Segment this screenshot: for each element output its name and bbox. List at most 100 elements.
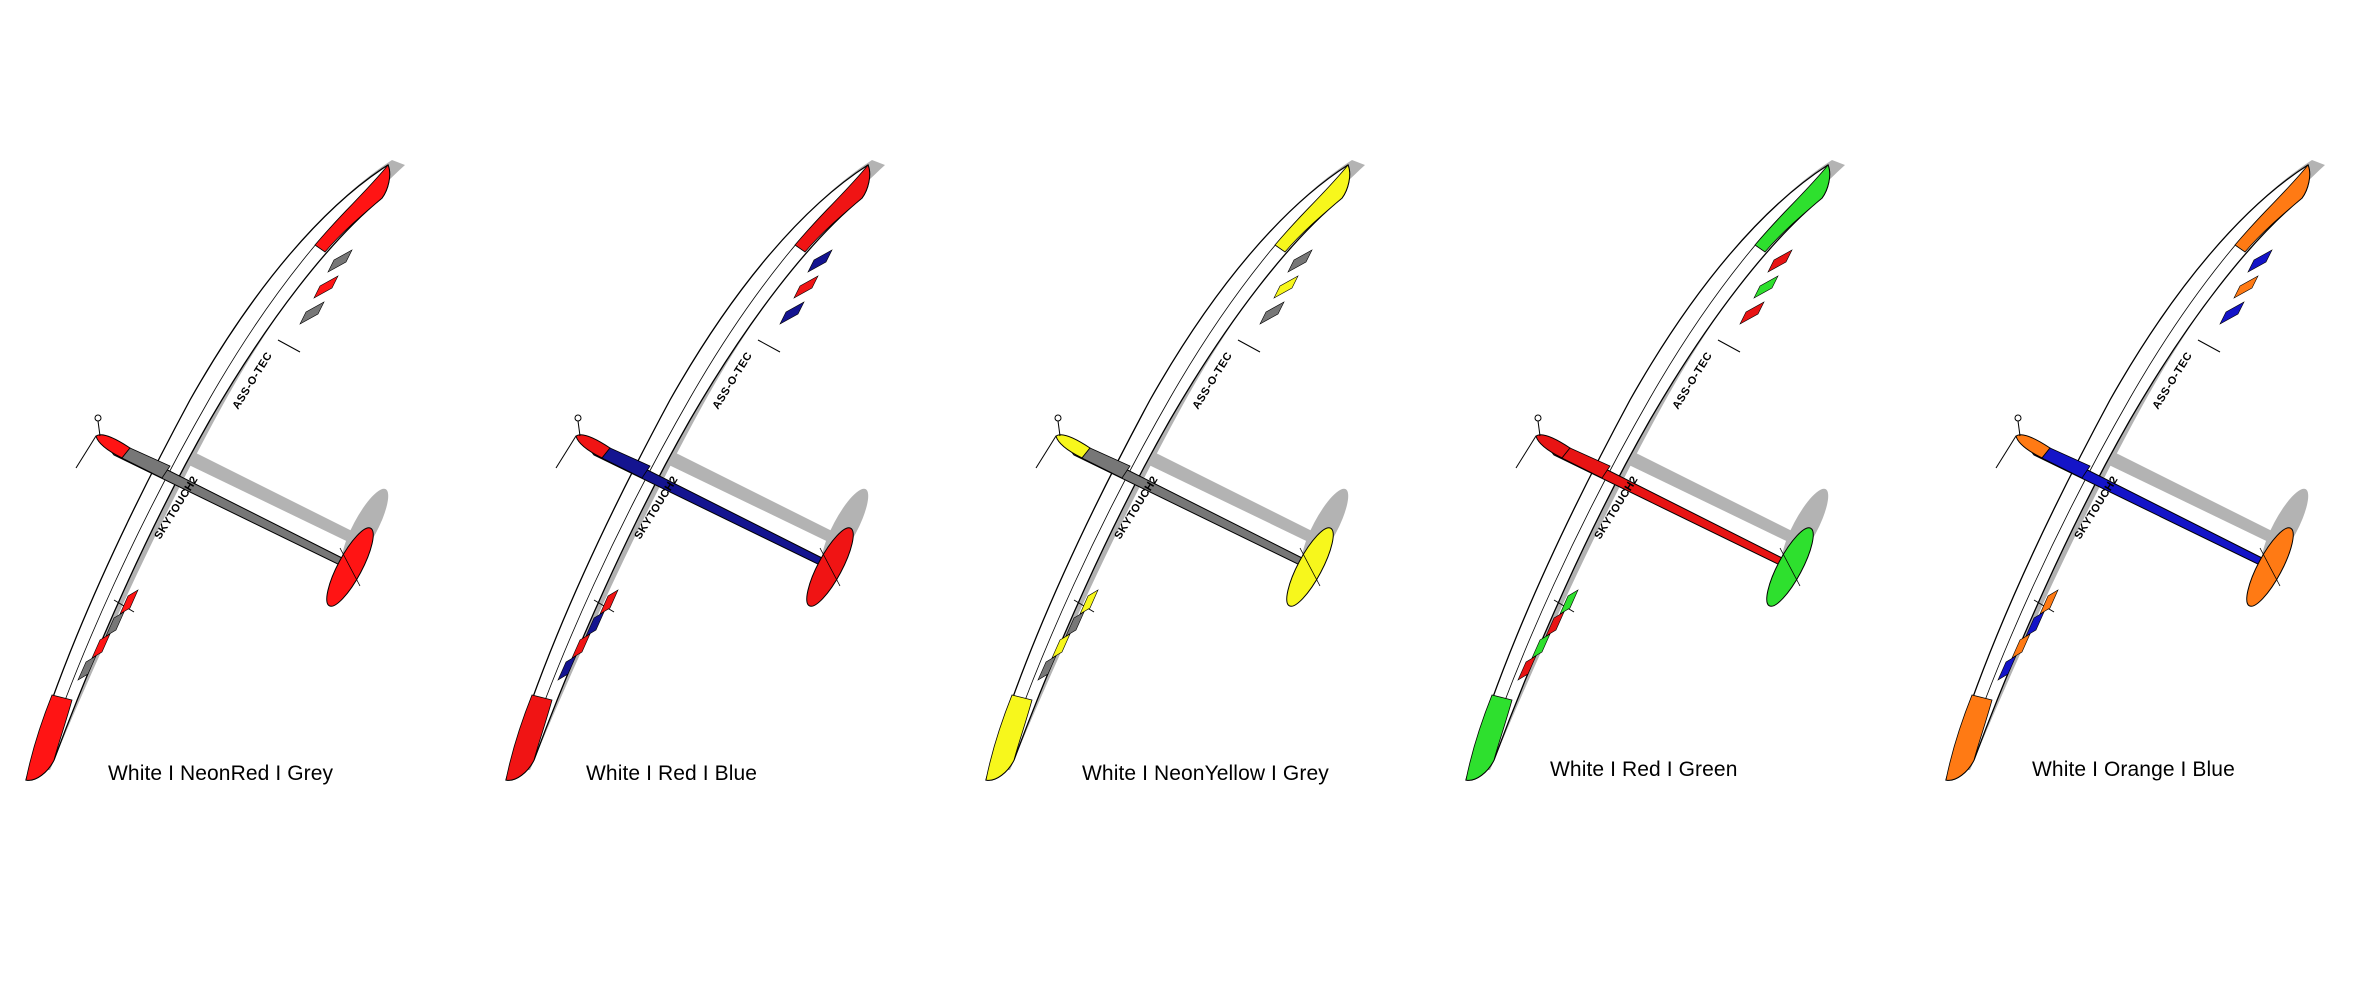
wing-stripe: [327, 249, 353, 273]
wing-tip-panel-left: [1465, 694, 1513, 781]
variant-label: White I Orange I Blue: [2032, 758, 2235, 781]
wing-panel-line: [757, 339, 781, 353]
variant-label: White I Red I Green: [1550, 758, 1738, 781]
probe-stem: [577, 420, 581, 437]
wing-stripe: [1037, 655, 1057, 681]
wing-stripe: [2039, 589, 2059, 615]
wing-stripe: [779, 301, 805, 325]
fuselage-center: [121, 447, 171, 479]
wing-stripe: [2233, 275, 2259, 299]
tail-shadow: [1122, 440, 1330, 550]
wing-stripe: [599, 589, 619, 615]
wing-stripe: [299, 301, 325, 325]
wing-stripe: [571, 633, 591, 659]
probe-stem: [1057, 420, 1061, 437]
probe-line: [555, 435, 577, 469]
probe-line: [1515, 435, 1537, 469]
wing-stripe: [557, 655, 577, 681]
tail-shadow: [2082, 440, 2290, 550]
wing-stripe: [2011, 633, 2031, 659]
probe-stem: [97, 420, 101, 437]
wing-stripe: [2247, 249, 2273, 273]
wing-tip-panel-left: [1945, 694, 1993, 781]
wing-stripe: [2025, 611, 2045, 637]
wing-stripe: [1273, 275, 1299, 299]
probe-stem: [1537, 420, 1541, 437]
probe-head: [574, 414, 582, 422]
wing-stripe: [1545, 611, 1565, 637]
wing-panel-line: [2197, 339, 2221, 353]
fuselage-center: [2041, 447, 2091, 479]
wing-tip-panel-left: [505, 694, 553, 781]
wing-tip-panel-right: [1274, 164, 1350, 253]
stabilizer-hinge-line: [339, 547, 361, 587]
wing-stripe: [1065, 611, 1085, 637]
probe-head: [94, 414, 102, 422]
wing-stripe: [1767, 249, 1793, 273]
wing-tip-panel-right: [1754, 164, 1830, 253]
wing-stripe: [1997, 655, 2017, 681]
probe-head: [1054, 414, 1062, 422]
variant-label: White I NeonRed I Grey: [108, 762, 334, 785]
probe-line: [1995, 435, 2017, 469]
wing-stripe: [1079, 589, 1099, 615]
wing-panel-line: [277, 339, 301, 353]
wing-stripe: [1287, 249, 1313, 273]
wing-stripe: [1559, 589, 1579, 615]
probe-line: [75, 435, 97, 469]
wing-stripe: [105, 611, 125, 637]
fuselage-center: [601, 447, 651, 479]
fuselage-center: [1081, 447, 1131, 479]
wing-stripe: [2219, 301, 2245, 325]
probe-head: [1534, 414, 1542, 422]
wing-stripe: [1259, 301, 1285, 325]
stabilizer-hinge-line: [1299, 547, 1321, 587]
wing-stripe: [1739, 301, 1765, 325]
wing-tip-panel-right: [2234, 164, 2310, 253]
stabilizer-hinge-line: [1779, 547, 1801, 587]
stabilizer-hinge-line: [819, 547, 841, 587]
tail-shadow: [162, 440, 370, 550]
wing-stripe: [585, 611, 605, 637]
wing-stripe: [1531, 633, 1551, 659]
wing-stripe: [1753, 275, 1779, 299]
tail-shadow: [642, 440, 850, 550]
tail-shadow: [1602, 440, 1810, 550]
wing-tip-panel-left: [985, 694, 1033, 781]
wing-stripe: [313, 275, 339, 299]
wing-stripe: [91, 633, 111, 659]
wing-stripe: [77, 655, 97, 681]
variant-label: White I Red I Blue: [586, 762, 758, 785]
stabilizer-hinge-line: [2259, 547, 2281, 587]
probe-line: [1035, 435, 1057, 469]
wing-stripe: [793, 275, 819, 299]
wing-stripe: [119, 589, 139, 615]
variant-label: White I NeonYellow I Grey: [1082, 762, 1329, 785]
wing-tip-panel-left: [25, 694, 73, 781]
probe-head: [2014, 414, 2022, 422]
wing-panel-line: [1237, 339, 1261, 353]
wing-stripe: [1517, 655, 1537, 681]
probe-stem: [2017, 420, 2021, 437]
wing-panel-line: [1717, 339, 1741, 353]
wing-tip-panel-right: [314, 164, 390, 253]
wing-stripe: [807, 249, 833, 273]
wing-tip-panel-right: [794, 164, 870, 253]
fuselage-center: [1561, 447, 1611, 479]
